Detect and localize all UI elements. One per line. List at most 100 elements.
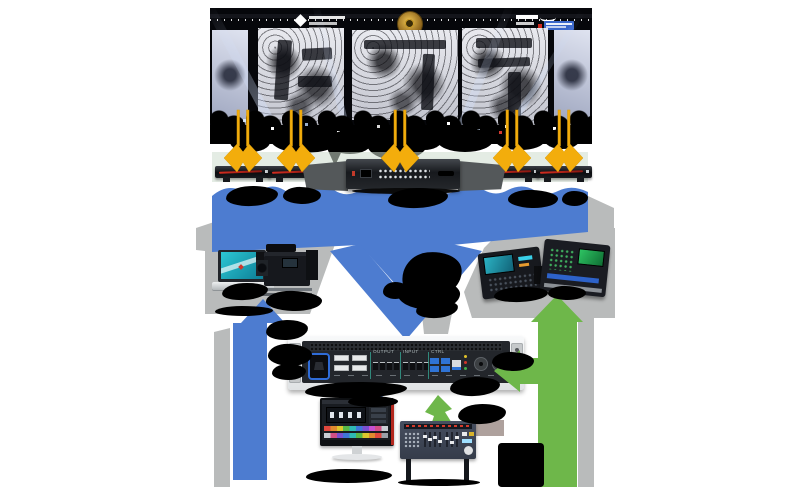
usb-port xyxy=(441,366,450,372)
label-blob xyxy=(306,469,392,483)
diamond-marker xyxy=(223,109,263,173)
sender-foot xyxy=(544,178,551,182)
blue-ribbon-flow xyxy=(212,186,588,296)
preview-glyphs xyxy=(330,412,362,418)
power-pins xyxy=(314,362,324,370)
camera-rod xyxy=(260,288,312,291)
led-segments xyxy=(406,425,470,427)
hdmi-input-port xyxy=(410,362,415,370)
xlr-pins xyxy=(479,362,483,366)
emblem-core xyxy=(405,19,414,28)
grunge-stroke xyxy=(476,38,532,48)
green-return-flow xyxy=(494,295,583,487)
camera-lens xyxy=(256,260,268,276)
logo-text-bar xyxy=(309,22,337,25)
mixer-mini-display xyxy=(462,439,472,443)
controller-port-grid xyxy=(378,168,430,180)
vent-grille xyxy=(310,343,502,351)
section-label-output: OUTPUT xyxy=(373,350,395,355)
controller-power-led xyxy=(352,171,355,176)
usb-port xyxy=(430,366,439,372)
mixer-fader xyxy=(423,432,427,447)
grunge-stroke xyxy=(508,72,521,118)
section-label-input: INPUT xyxy=(403,350,419,355)
mixer-fader xyxy=(433,432,437,447)
camera-evf xyxy=(256,252,268,260)
grunge-stroke xyxy=(364,40,446,49)
fader-cap xyxy=(445,437,449,440)
processor-chassis: OUTPUT INPUT CTRL xyxy=(302,341,510,383)
fader-cap xyxy=(455,436,459,439)
panel-thumb xyxy=(371,414,386,418)
blue-left-flow xyxy=(233,299,285,480)
logo-text-bar xyxy=(309,16,345,19)
label-blob xyxy=(215,306,273,316)
logo-text-bar xyxy=(516,15,538,19)
mixer-shadow xyxy=(398,479,480,486)
panel-thumb xyxy=(371,420,386,423)
section-divider xyxy=(370,352,371,379)
mixer-leg xyxy=(464,459,469,481)
badge-text xyxy=(546,23,572,25)
xlr-connector xyxy=(474,357,488,371)
mixer-knob xyxy=(464,446,473,455)
led-panel-left xyxy=(258,28,344,126)
hdmi-output-port xyxy=(380,362,385,370)
diamond-marker xyxy=(276,109,316,173)
sender-foot xyxy=(525,178,532,182)
sender-foot xyxy=(223,178,230,182)
fader-cap xyxy=(438,440,442,443)
mixer-button xyxy=(462,432,467,436)
screw xyxy=(515,348,519,352)
diamond-marker xyxy=(380,109,420,173)
led-indicator-yellow xyxy=(464,355,467,358)
gray-shadow-ribbon-left xyxy=(196,222,214,252)
mixer-led-display xyxy=(404,424,472,429)
fader-cap xyxy=(423,435,427,438)
usb-port xyxy=(441,358,450,364)
mixer-leg xyxy=(406,459,411,481)
led-sender-4 xyxy=(536,166,592,182)
fader-cap xyxy=(428,438,432,441)
power-inlet xyxy=(308,353,330,380)
monitor-red-edge xyxy=(391,399,394,445)
label-blob xyxy=(498,443,544,487)
dvi-port xyxy=(334,355,349,361)
port-sublabels xyxy=(334,375,504,376)
dvi-port xyxy=(334,365,349,371)
sponsor-logo-right xyxy=(516,12,586,34)
fader-cap xyxy=(433,436,437,439)
gray-shadow-ribbon-right xyxy=(546,196,614,252)
usb-port xyxy=(430,358,439,364)
lens-glass xyxy=(257,263,267,273)
mixer-fader xyxy=(455,432,459,447)
camera-body xyxy=(264,252,310,286)
controller-wing-right xyxy=(458,161,506,191)
hdmi-input-port xyxy=(417,362,422,370)
sender-led xyxy=(265,170,268,173)
hdmi-output-port xyxy=(387,362,392,370)
gray-shadow-left-band xyxy=(214,328,230,487)
camera-handle xyxy=(266,244,296,252)
dvi-port xyxy=(352,355,367,361)
controller-handle xyxy=(438,171,454,176)
diamond-marker xyxy=(492,109,532,173)
sender-foot xyxy=(256,178,263,182)
label-blob xyxy=(562,191,588,206)
hdmi-input-port xyxy=(403,362,408,370)
ui-clip-row xyxy=(324,426,388,431)
mixer-fader xyxy=(450,432,454,447)
fader-cap xyxy=(450,441,454,444)
mixer-button-grid xyxy=(404,432,420,448)
logo-red-mark xyxy=(538,24,542,28)
camera-side-unit xyxy=(306,250,318,280)
led-sender-1 xyxy=(215,166,271,182)
controller-display xyxy=(360,169,372,178)
mixer-fader xyxy=(445,432,449,447)
sender-led xyxy=(534,170,537,173)
controller-wing-left xyxy=(302,161,348,191)
logo-blue-badge xyxy=(544,21,574,30)
monitor-base xyxy=(332,454,382,460)
hdmi-input-port xyxy=(424,362,429,370)
